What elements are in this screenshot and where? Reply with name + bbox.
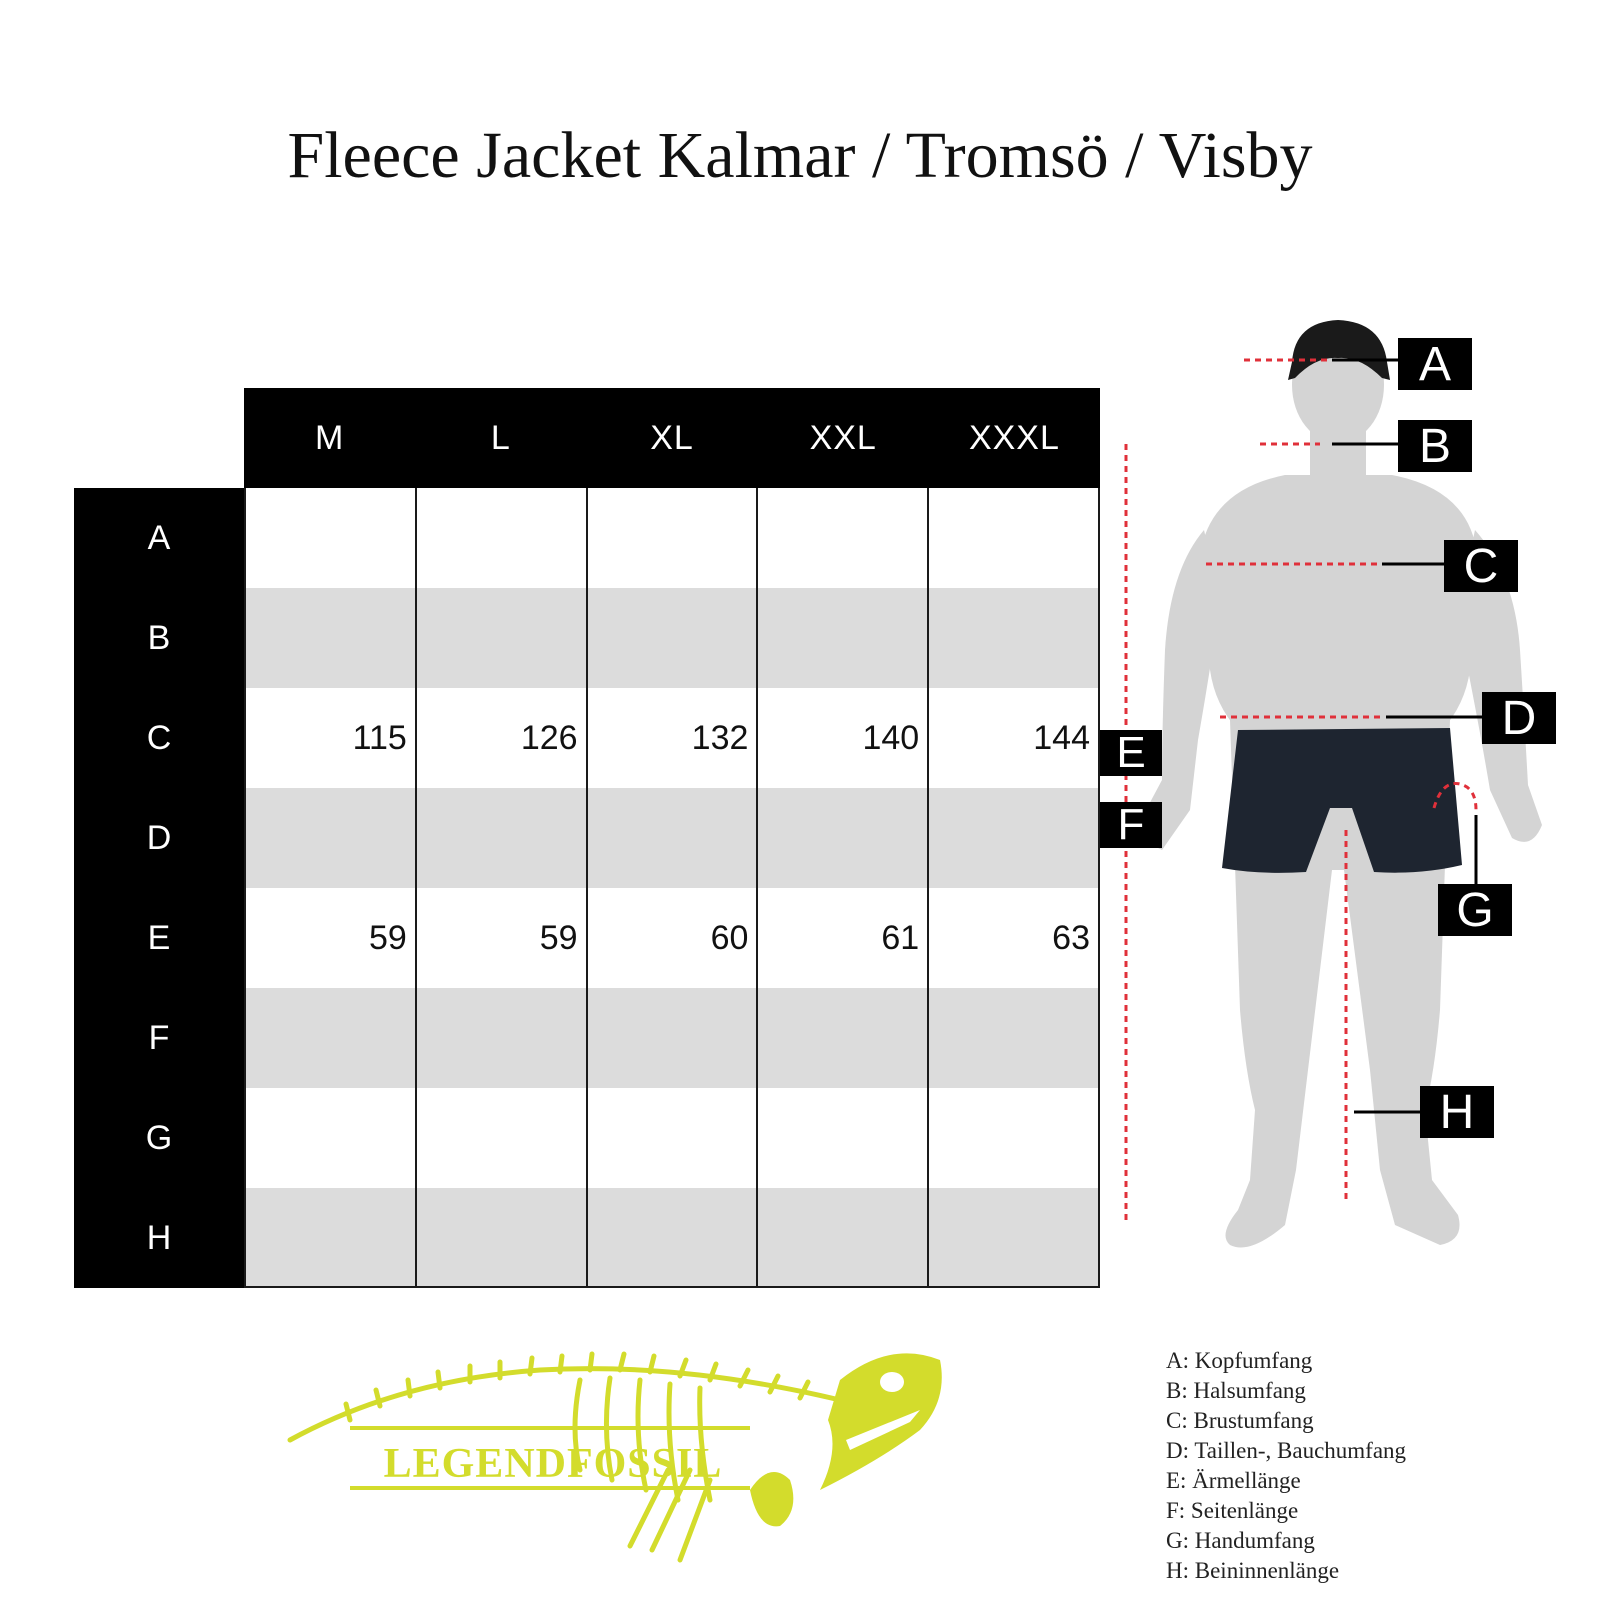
table-cell (927, 788, 1100, 888)
table-cell (244, 488, 415, 588)
row-label: H (146, 1218, 172, 1257)
size-table-body: 115 126 132 140 144 59 59 60 61 63 (244, 488, 1100, 1288)
table-cell (756, 1088, 927, 1188)
table-row (244, 988, 1100, 1088)
measure-badge-f: F (1100, 800, 1162, 849)
table-cell (585, 1188, 757, 1288)
table-cell: 59 (244, 888, 415, 988)
legend-item: D: Taillen-, Bauchumfang (1166, 1438, 1407, 1463)
measure-badge-h: H (1420, 1086, 1494, 1139)
size-header-xxl: XXL (809, 418, 877, 457)
table-row: 59 59 60 61 63 (244, 888, 1100, 988)
table-cell (756, 788, 927, 888)
measure-badge-e: E (1100, 728, 1162, 777)
table-row (244, 1088, 1100, 1188)
size-header-m: M (314, 418, 345, 457)
row-label: B (147, 618, 171, 657)
table-cell: 115 (244, 688, 415, 788)
table-cell (756, 588, 927, 688)
table-cell (585, 1088, 757, 1188)
legend-item: A: Kopfumfang (1166, 1348, 1313, 1373)
brand-name: LEGENDFOSSIL (383, 1441, 723, 1487)
page-title: Fleece Jacket Kalmar / Tromsö / Visby (287, 119, 1313, 192)
measure-badge-b: B (1398, 420, 1472, 473)
row-label: E (147, 918, 171, 957)
measurement-label-column: A B C D E F G H (74, 488, 244, 1288)
table-cell (414, 488, 586, 588)
table-cell (927, 488, 1100, 588)
human-silhouette-icon (1124, 320, 1542, 1248)
table-cell: 61 (756, 888, 927, 988)
table-cell (927, 588, 1100, 688)
size-header-row: M L XL XXL XXXL (244, 388, 1100, 488)
table-cell (414, 1088, 586, 1188)
table-cell (927, 1188, 1100, 1288)
row-label: A (147, 518, 171, 557)
table-cell (244, 988, 415, 1088)
size-header-xxxl: XXXL (968, 418, 1060, 457)
measure-badge-g: G (1438, 884, 1512, 937)
row-label: D (146, 818, 172, 857)
table-row (244, 488, 1100, 588)
legend-item: F: Seitenlänge (1166, 1498, 1299, 1523)
table-cell: 140 (756, 688, 927, 788)
table-cell: 63 (927, 888, 1100, 988)
fossil-skeleton-icon (287, 1351, 942, 1563)
measure-badge-a: A (1398, 338, 1472, 391)
table-row (244, 588, 1100, 688)
table-cell (756, 988, 927, 1088)
table-cell (244, 588, 415, 688)
table-cell (585, 488, 757, 588)
table-cell (244, 788, 415, 888)
table-cell: 59 (414, 888, 586, 988)
row-label: C (146, 718, 172, 757)
table-cell (927, 988, 1100, 1088)
table-cell (414, 1188, 586, 1288)
legend-item: E: Ärmellänge (1166, 1468, 1301, 1493)
table-cell (585, 588, 757, 688)
legend-item: B: Halsumfang (1166, 1378, 1306, 1403)
table-cell: 126 (414, 688, 586, 788)
legend-item: H: Beininnenlänge (1166, 1558, 1340, 1583)
table-cell (756, 488, 927, 588)
table-row (244, 788, 1100, 888)
table-cell (414, 588, 586, 688)
table-cell (244, 1188, 415, 1288)
body-measurement-figure: A B C D E F G H (1100, 310, 1600, 1300)
legend-item: C: Brustumfang (1166, 1408, 1314, 1433)
table-cell (244, 1088, 415, 1188)
row-label: G (145, 1118, 173, 1157)
brand-logo: LEGENDFOSSIL (280, 1340, 980, 1570)
table-cell (585, 788, 757, 888)
table-cell (585, 988, 757, 1088)
table-cell: 60 (585, 888, 757, 988)
table-bottom-border (244, 1286, 1100, 1288)
table-cell (414, 788, 586, 888)
legend-item: G: Handumfang (1166, 1528, 1315, 1553)
measure-badge-c: C (1444, 540, 1518, 593)
size-header-xl: XL (650, 418, 694, 457)
measure-badge-d: D (1482, 692, 1556, 745)
row-label: F (148, 1018, 170, 1057)
table-row: 115 126 132 140 144 (244, 688, 1100, 788)
table-cell (927, 1088, 1100, 1188)
table-cell: 132 (585, 688, 757, 788)
table-cell: 144 (927, 688, 1100, 788)
table-cell (756, 1188, 927, 1288)
size-header-l: L (490, 418, 511, 457)
table-cell (414, 988, 586, 1088)
table-row (244, 1188, 1100, 1288)
measurement-legend: A: Kopfumfang B: Halsumfang C: Brustumfa… (1166, 1346, 1586, 1586)
